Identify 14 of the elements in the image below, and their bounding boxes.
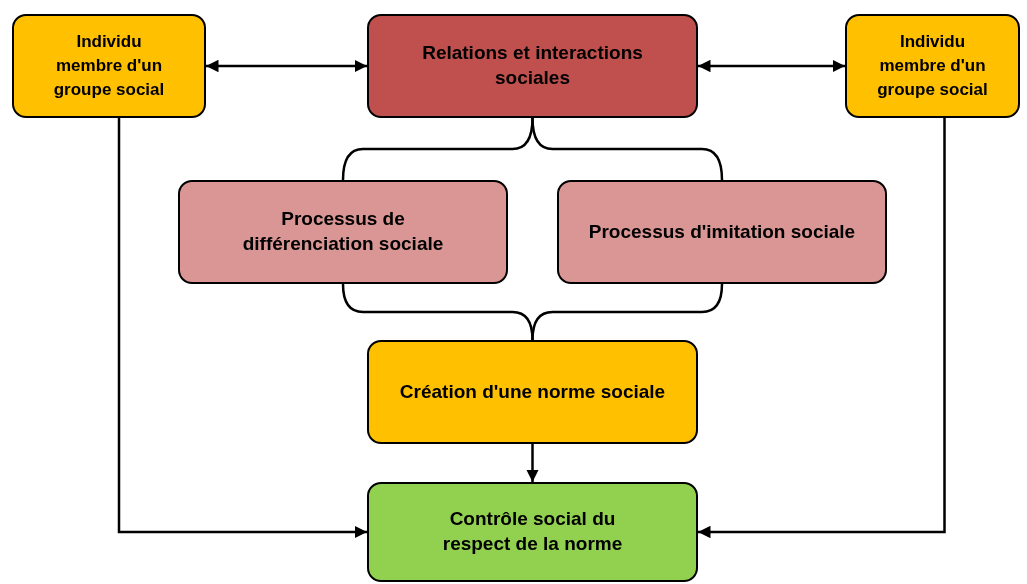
process-box: Processus de différenciation sociale — [178, 180, 508, 284]
process-box: Individu membre d'un groupe social — [12, 14, 206, 118]
arrow — [698, 118, 946, 539]
arrow — [698, 59, 845, 73]
process-box: Contrôle social du respect de la norme — [367, 482, 698, 582]
process-box: Processus d'imitation sociale — [557, 180, 887, 284]
brace-connector — [531, 117, 724, 181]
arrow — [206, 59, 367, 73]
process-box: Individu membre d'un groupe social — [845, 14, 1020, 118]
brace-connector — [531, 283, 724, 341]
process-box: Relations et interactions sociales — [367, 14, 698, 118]
arrow — [117, 118, 367, 539]
process-box: Création d'une norme sociale — [367, 340, 698, 444]
arrow — [526, 444, 539, 482]
